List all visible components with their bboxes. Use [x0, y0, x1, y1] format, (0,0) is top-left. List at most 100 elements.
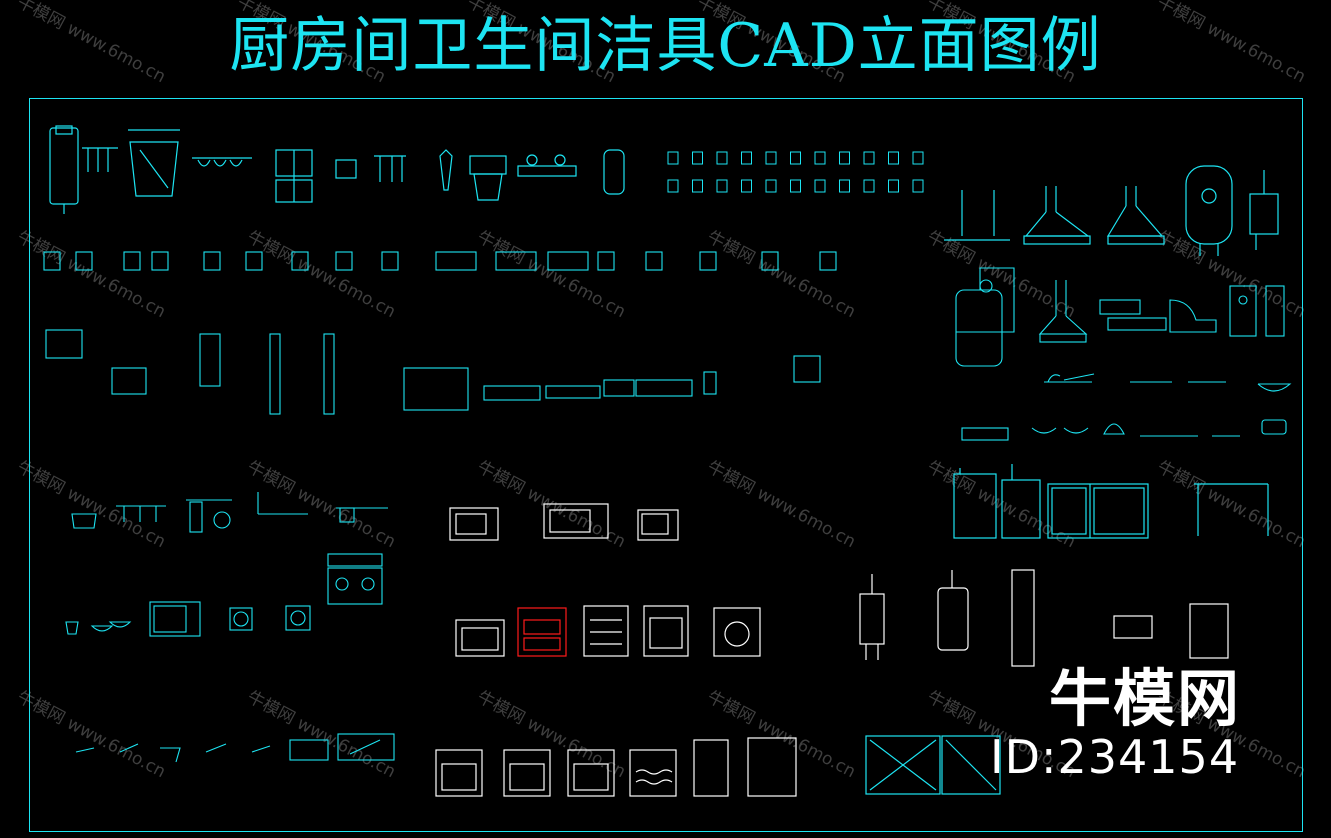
- small-fixture-icon: [912, 179, 924, 193]
- range-hood-2: [1023, 186, 1091, 245]
- oven-1: [455, 619, 505, 657]
- lower-left-items: [65, 492, 395, 763]
- counter-side: [1194, 483, 1269, 536]
- range-panel-1: [289, 739, 329, 761]
- kitchen-item-icon: [761, 251, 779, 271]
- sink-cabinet-bottom: [865, 735, 941, 795]
- small-fixture-icon: [814, 179, 826, 193]
- oven-2: [583, 605, 629, 657]
- base-cabinet-doors: [1047, 483, 1149, 539]
- range-hood-tall: [1038, 280, 1088, 343]
- kitchen-item-icon: [43, 251, 61, 271]
- cabinet-sink: [1001, 464, 1041, 539]
- kitchen-item-icon: [245, 251, 263, 271]
- row1-kitchen-items: [49, 125, 625, 214]
- brand-label: 牛模网: [1049, 662, 1242, 735]
- small-fixture-icon: [692, 151, 703, 165]
- small-fixture-icon: [790, 179, 801, 193]
- faucets-row: [75, 743, 271, 763]
- oven-3: [643, 605, 689, 657]
- range-hood-3: [1106, 186, 1165, 245]
- cup-bowl: [65, 621, 132, 635]
- oven-bottom-6: [747, 737, 797, 797]
- hanging-cups: [192, 157, 252, 167]
- tap-fixture: [439, 149, 453, 191]
- rack-with-pan: [186, 499, 232, 533]
- small-fixture-icon: [888, 179, 899, 193]
- small-fixture-icon: [888, 151, 899, 165]
- kitchen-item-icon: [203, 251, 221, 271]
- small-box: [335, 159, 357, 179]
- kitchen-item-icon: [545, 385, 601, 399]
- washer: [713, 607, 761, 657]
- kitchen-item-icon: [699, 251, 717, 271]
- fridge-panel: [1189, 603, 1229, 659]
- kitchen-item-icon: [703, 371, 717, 395]
- row2-kitchen-items: [43, 251, 837, 415]
- range-hood-fan: [128, 129, 180, 197]
- kitchen-item-icon: [381, 251, 399, 271]
- water-heater-round: [1185, 165, 1233, 256]
- small-fixture-icon: [839, 179, 850, 193]
- hood-vent-duct: [1099, 299, 1167, 331]
- drawing-frame: [29, 98, 1303, 832]
- small-appliance: [1113, 615, 1153, 639]
- gas-water-heater: [1249, 170, 1279, 250]
- wok-set: [1044, 373, 1095, 383]
- small-fixture-icon: [741, 151, 752, 165]
- oven-red: [517, 607, 567, 657]
- kitchen-item-icon: [151, 251, 169, 271]
- oven-bottom-3: [567, 749, 615, 797]
- cabinets-right: [865, 464, 1269, 795]
- hood-duct-curved: [1169, 299, 1217, 333]
- small-fixture-icon: [741, 179, 752, 193]
- id-label: ID:234154: [990, 730, 1240, 784]
- kitchen-item-icon: [75, 251, 93, 271]
- kitchen-item-icon: [793, 355, 821, 383]
- pot-small: [71, 513, 97, 529]
- toilet-elevation: [469, 155, 507, 201]
- water-heater-elevation: [49, 125, 79, 214]
- small-fixture-icon: [765, 151, 777, 165]
- cabinet-doors: [275, 149, 313, 203]
- wall-boiler-b: [1265, 285, 1285, 337]
- cabinet-a: [953, 468, 997, 539]
- microwave-3: [637, 509, 679, 541]
- kitchen-item-icon: [123, 251, 141, 271]
- water-dispenser: [1011, 569, 1035, 667]
- microwave-1: [449, 507, 499, 541]
- small-fixture-icon: [765, 179, 777, 193]
- kitchen-item-icon: [291, 251, 309, 271]
- small-fixture-icon: [912, 151, 924, 165]
- heater-with-pipes: [955, 267, 1015, 367]
- kitchen-item-icon: [403, 367, 469, 411]
- fan-square-1: [229, 607, 253, 631]
- kitchen-item-icon: [335, 251, 353, 271]
- oven-bottom-1: [435, 749, 483, 797]
- row-cookware: [961, 419, 1287, 441]
- small-fixture-icon: [790, 151, 801, 165]
- utensil-rack: [82, 147, 118, 172]
- drawing-title: 厨房间卫生间洁具CAD立面图例: [229, 11, 1102, 81]
- range-panel-2: [337, 733, 395, 761]
- shelf-hooks: [257, 492, 308, 515]
- dishwasher-panel: [693, 739, 729, 797]
- small-fixture-icon: [863, 151, 875, 165]
- small-icons-grid: [667, 151, 924, 193]
- small-fixture-icon: [863, 179, 875, 193]
- oven-bottom-2: [503, 749, 551, 797]
- knife-rack: [374, 155, 406, 182]
- sink-cabinet-bottom-2: [941, 735, 1001, 795]
- small-fixture-icon: [814, 151, 826, 165]
- kitchen-item-icon: [199, 333, 221, 387]
- utensil-bar: [336, 507, 388, 523]
- kitchen-item-icon: [635, 379, 693, 397]
- tv-microwave: [149, 601, 201, 637]
- kitchen-item-icon: [323, 333, 335, 415]
- oven-bottom-4: [629, 749, 677, 797]
- range-hoods: [944, 165, 1279, 256]
- kitchen-item-icon: [819, 251, 837, 271]
- fan-square-2: [285, 605, 311, 631]
- gas-stove-top: [517, 154, 577, 177]
